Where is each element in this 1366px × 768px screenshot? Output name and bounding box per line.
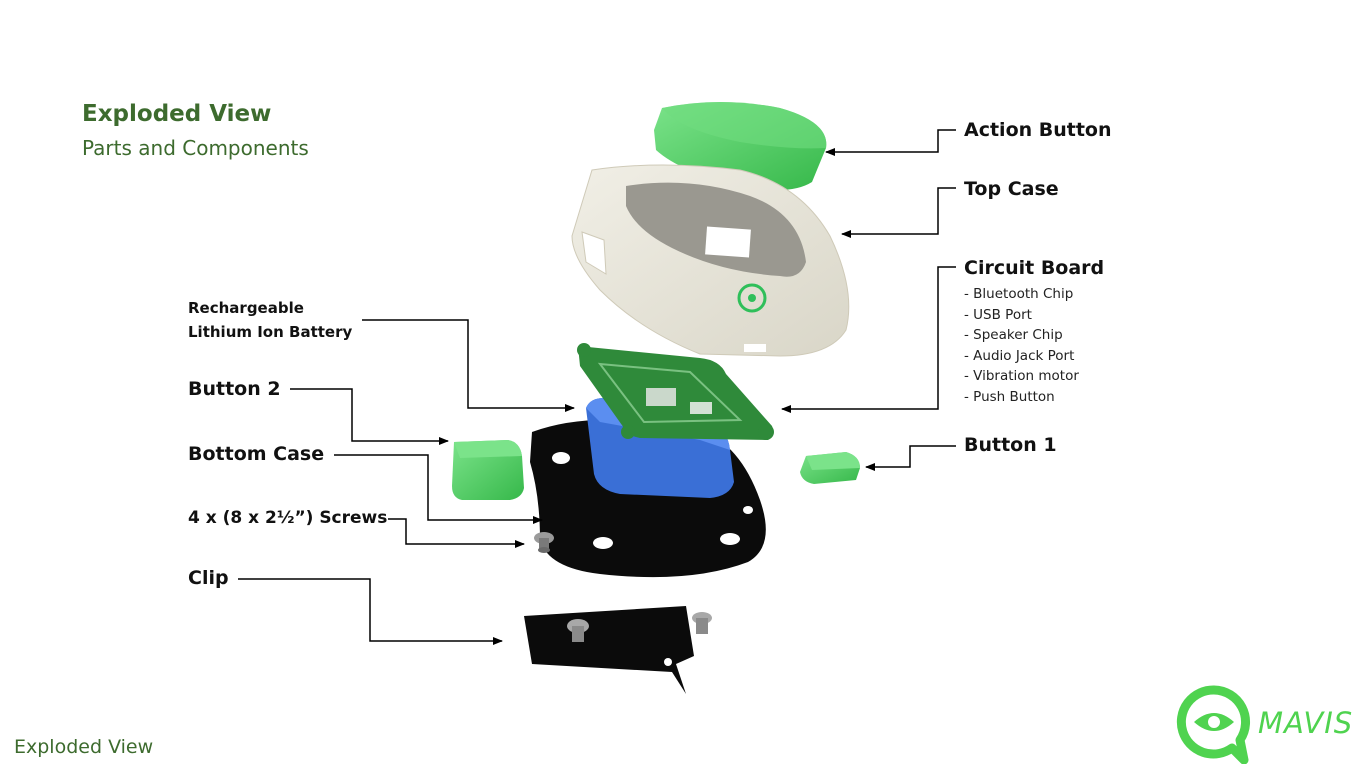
label-top-case: Top Case (964, 178, 1059, 200)
label-button-1: Button 1 (964, 434, 1057, 456)
list-item: - Vibration motor (964, 368, 1079, 385)
leader-circuit-board (781, 266, 956, 413)
list-item: - Bluetooth Chip (964, 286, 1074, 302)
leader-battery (362, 319, 575, 412)
clip-part (524, 606, 712, 694)
list-item: - Push Button (964, 388, 1055, 405)
circuit-board-parts-list: - Bluetooth Chip - USB Port - Speaker Ch… (964, 284, 1079, 408)
label-battery-line2: Lithium Ion Battery (188, 323, 353, 341)
circuit-board-part (577, 343, 774, 440)
mavis-logo-icon (1176, 685, 1251, 764)
label-action-button: Action Button (964, 119, 1112, 141)
leader-button-2 (290, 388, 449, 445)
leader-button-1 (865, 445, 956, 471)
button-2-part (452, 440, 524, 500)
leader-bottom-case (334, 454, 543, 524)
page-title: Exploded View (82, 101, 272, 127)
page-subtitle: Parts and Components (82, 136, 309, 160)
top-case-part (571, 164, 850, 357)
label-bottom-case: Bottom Case (188, 443, 325, 465)
list-item: - Audio Jack Port (964, 347, 1075, 364)
brand-name: MAVIS (1258, 706, 1354, 740)
leader-action-button (825, 129, 956, 156)
label-clip: Clip (188, 567, 229, 589)
button-1-part (800, 452, 860, 484)
footer-text: Exploded View (14, 736, 154, 758)
leader-screws (388, 518, 525, 548)
screw-part (534, 532, 554, 553)
label-battery-line1: Rechargeable (188, 299, 304, 317)
list-item: - Speaker Chip (964, 327, 1063, 344)
label-circuit-board: Circuit Board (964, 257, 1105, 279)
label-button-2: Button 2 (188, 378, 281, 400)
leader-clip (238, 578, 503, 645)
list-item: - USB Port (964, 306, 1032, 323)
leader-top-case (841, 187, 956, 238)
label-screws: 4 x (8 x 2½”) Screws (188, 508, 388, 528)
